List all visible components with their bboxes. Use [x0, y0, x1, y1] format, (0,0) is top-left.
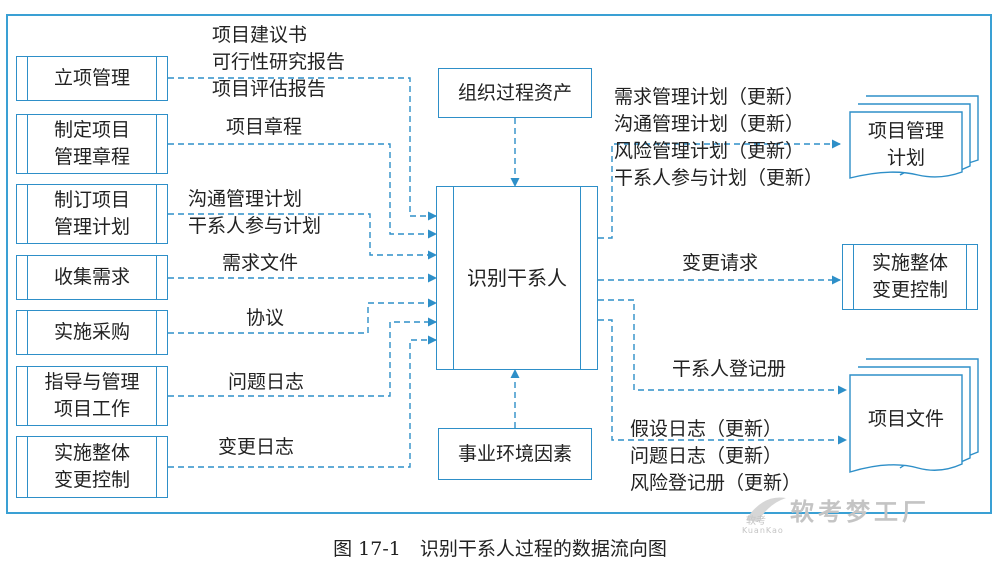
flow-label-issue-log: 问题日志: [228, 371, 305, 393]
org-process-assets-label: 组织过程资产: [457, 81, 572, 104]
diagram-frame: [6, 14, 992, 514]
input-box-project-approval: 立项管理: [16, 56, 168, 101]
input-label: 立项管理: [53, 67, 130, 89]
input-label: 指导与管理 项目工作: [44, 371, 140, 420]
input-box-project-charter: 制定项目 管理章程: [16, 114, 168, 174]
flow-line-6: [168, 317, 437, 397]
output-label: 实施整体 变更控制: [871, 252, 948, 301]
flow-label-agreements: 协议: [246, 307, 285, 329]
flow-label-proposal-docs: 项目建议书 可行性研究报告 项目评估报告: [212, 24, 346, 100]
flow-label-plans: 沟通管理计划 干系人参与计划: [188, 188, 322, 237]
process-box-identify-stakeholders: 识别干系人: [436, 186, 598, 370]
doc-stack-plan: [849, 95, 979, 179]
flow-line-2: [168, 143, 437, 239]
flow-line-out-4: [598, 319, 847, 445]
input-label: 制订项目 管理计划: [53, 189, 130, 238]
figure-caption: 图 17-1 识别干系人过程的数据流向图: [333, 538, 667, 560]
flow-line-1: [168, 77, 437, 221]
input-box-change-control: 实施整体 变更控制: [16, 436, 168, 498]
input-label: 实施整体 变更控制: [53, 442, 130, 491]
input-label: 实施采购: [53, 321, 130, 343]
watermark-sub: KuanKao: [742, 526, 784, 535]
watermark-text: 软考梦工厂: [790, 498, 930, 526]
process-label: 识别干系人: [467, 265, 567, 290]
enterprise-env-factors-box: 事业环境因素: [438, 428, 592, 480]
flow-label-stakeholder-register: 干系人登记册: [672, 358, 787, 380]
watermark-small: 软考: [746, 516, 766, 527]
flow-label-charter: 项目章程: [226, 116, 303, 138]
output-doc-project-plan: 项目管理 计划: [867, 120, 944, 169]
flow-label-change-log: 变更日志: [218, 436, 295, 458]
input-box-collect-requirements: 收集需求: [16, 255, 168, 300]
flow-label-document-updates: 假设日志（更新） 问题日志（更新） 风险登记册（更新）: [630, 418, 802, 494]
flow-line-out-1: [598, 139, 841, 239]
input-box-direct-manage-work: 指导与管理 项目工作: [16, 366, 168, 426]
input-label: 收集需求: [53, 266, 130, 288]
watermark-icon: [746, 497, 786, 522]
flow-line-3: [168, 213, 437, 260]
flow-line-5: [168, 298, 437, 334]
output-box-change-control: 实施整体 变更控制: [842, 244, 978, 310]
input-box-conduct-procurement: 实施采购: [16, 310, 168, 355]
enterprise-env-factors-label: 事业环境因素: [457, 442, 572, 465]
flow-line-out-3: [598, 299, 847, 395]
input-label: 制定项目 管理章程: [53, 119, 130, 168]
flow-label-plan-updates: 需求管理计划（更新） 沟通管理计划（更新） 风险管理计划（更新） 干系人参与计划…: [614, 86, 824, 189]
input-box-management-plan: 制订项目 管理计划: [16, 184, 168, 244]
output-doc-project-files: 项目文件: [867, 408, 944, 430]
flow-label-change-request: 变更请求: [682, 252, 759, 274]
watermark-logo: 软考梦工厂 软考 KuanKao: [742, 490, 926, 535]
flow-label-requirements: 需求文件: [222, 252, 299, 274]
org-process-assets-box: 组织过程资产: [438, 68, 592, 118]
doc-stack-files: [849, 358, 979, 473]
flow-line-7: [168, 335, 437, 468]
